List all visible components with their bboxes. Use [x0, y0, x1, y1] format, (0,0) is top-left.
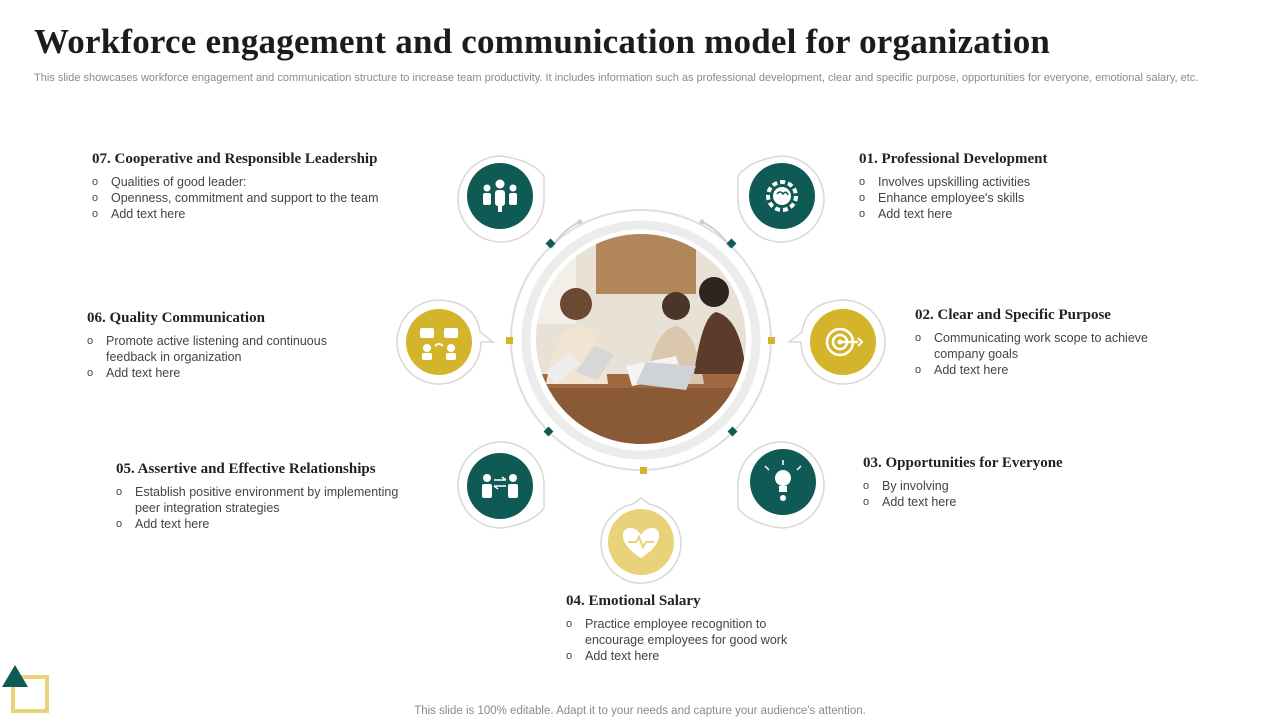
ring-marker: [543, 426, 554, 437]
item-bullet: Add text here: [92, 206, 379, 222]
item-heading: 02. Clear and Specific Purpose: [915, 307, 1111, 323]
item-bullet: Communicating work scope to achieve comp…: [915, 330, 1175, 362]
ring-marker: [545, 238, 556, 249]
ring-marker: [727, 426, 738, 437]
item-quality-communication: 06. Quality Communication Promote active…: [87, 310, 357, 381]
target-arrow-icon: [786, 299, 886, 385]
item-heading: 01. Professional Development: [859, 151, 1048, 167]
item-bullet: Add text here: [915, 362, 1175, 378]
item-opportunities: 03. Opportunities for Everyone By involv…: [863, 455, 1063, 510]
item-bullet: Openness, commitment and support to the …: [92, 190, 379, 206]
heart-pulse-icon: [600, 497, 682, 584]
item-heading: 05. Assertive and Effective Relationship…: [116, 461, 376, 477]
item-bullet: Add text here: [863, 494, 1063, 510]
team-leader-icon: [457, 155, 545, 243]
item-heading: 03. Opportunities for Everyone: [863, 455, 1063, 471]
footer-note: This slide is 100% editable. Adapt it to…: [414, 705, 866, 717]
item-bullet: Enhance employee's skills: [859, 190, 1047, 206]
item-heading: 07. Cooperative and Responsible Leadersh…: [92, 151, 378, 167]
brain-gear-icon: [737, 155, 825, 243]
item-bullet: Add text here: [566, 648, 816, 664]
ring-marker: [640, 467, 647, 474]
item-bullet: Practice employee recognition to encoura…: [566, 616, 816, 648]
item-bullet: Add text here: [87, 365, 357, 381]
item-clear-purpose: 02. Clear and Specific Purpose Communica…: [915, 307, 1175, 378]
inner-ring: [521, 220, 761, 460]
item-emotional-salary: 04. Emotional Salary Practice employee r…: [566, 593, 816, 664]
item-bullet: By involving: [863, 478, 1063, 494]
lightbulb-person-icon: [737, 441, 825, 529]
corner-decoration: [2, 665, 49, 713]
item-bullet: Add text here: [116, 516, 426, 532]
item-heading: 06. Quality Communication: [87, 310, 265, 326]
item-bullet: Establish positive environment by implem…: [116, 484, 426, 516]
ring-marker: [506, 337, 513, 344]
item-professional-development: 01. Professional Development Involves up…: [859, 151, 1047, 222]
page-title: Workforce engagement and communication m…: [34, 22, 1051, 61]
item-heading: 04. Emotional Salary: [566, 593, 701, 609]
item-bullet: Qualities of good leader:: [92, 174, 379, 190]
item-bullet: Add text here: [859, 206, 1047, 222]
people-exchange-icon: [457, 441, 545, 529]
team-meeting-photo: [536, 234, 746, 444]
page-subtitle: This slide showcases workforce engagemen…: [34, 72, 1199, 84]
item-bullet: Involves upskilling activities: [859, 174, 1047, 190]
ring-marker: [726, 238, 737, 249]
chat-people-icon: [396, 299, 496, 385]
ring-marker: [768, 337, 775, 344]
item-leadership: 07. Cooperative and Responsible Leadersh…: [92, 151, 379, 222]
item-relationships: 05. Assertive and Effective Relationship…: [116, 461, 426, 532]
item-bullet: Promote active listening and continuous …: [87, 333, 357, 365]
